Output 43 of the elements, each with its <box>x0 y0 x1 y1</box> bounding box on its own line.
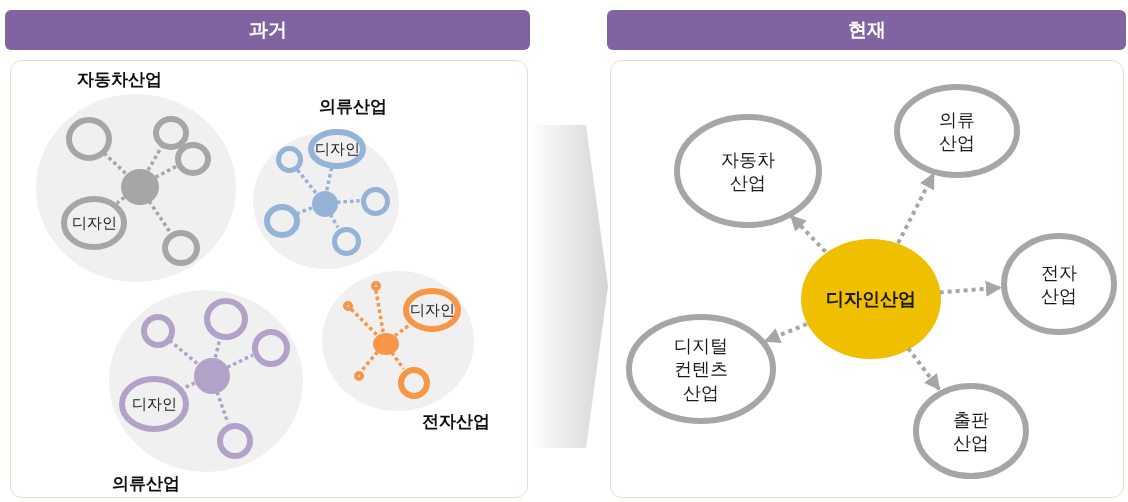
dotted-line <box>103 152 127 175</box>
core-label: 디자인산업 <box>826 287 916 311</box>
cluster-heading: 자동차산업 <box>76 67 162 91</box>
dotted-line <box>325 167 334 191</box>
dotted-arrow <box>906 347 941 391</box>
dotted-arrow <box>896 172 936 244</box>
dotted-line <box>146 146 163 172</box>
dotted-line <box>328 213 340 229</box>
dotted-line <box>359 350 379 373</box>
section-header: 현재 <box>607 10 1126 50</box>
panel-background <box>10 60 528 498</box>
dotted-line <box>296 206 313 216</box>
dotted-line <box>182 381 196 391</box>
dotted-arrow <box>763 322 808 343</box>
dotted-line <box>215 391 230 424</box>
industry-label: 전자 산업 <box>1041 260 1077 308</box>
industry-label: 출판 산업 <box>953 407 989 455</box>
dotted-line <box>226 353 254 369</box>
section-header: 과거 <box>5 10 530 50</box>
ring-label: 디자인 <box>314 139 360 159</box>
ring-label: 디자인 <box>409 300 455 320</box>
cluster-heading: 전자산업 <box>422 409 490 433</box>
dotted-arrow <box>789 214 827 254</box>
cluster-heading: 의류산업 <box>112 471 180 495</box>
dotted-line <box>374 289 385 333</box>
dotted-line <box>115 196 126 205</box>
dotted-arrow <box>939 280 1002 297</box>
dotted-line <box>295 167 318 194</box>
ring-label: 디자인 <box>71 213 117 233</box>
ring-label: 디자인 <box>131 394 177 414</box>
dotted-line <box>147 200 172 233</box>
dotted-line <box>393 322 412 338</box>
dotted-line <box>154 164 178 179</box>
dotted-line <box>213 338 222 358</box>
dotted-line <box>390 351 406 371</box>
dotted-line <box>168 339 199 365</box>
industry-label: 자동차 산업 <box>721 147 775 195</box>
cluster-heading: 의류산업 <box>319 94 387 118</box>
dotted-line <box>349 307 378 336</box>
panel-background <box>610 60 1124 498</box>
industry-label: 디지털 컨텐츠 산업 <box>674 333 728 405</box>
industry-label: 의류 산업 <box>939 107 975 155</box>
dotted-line <box>336 199 360 204</box>
